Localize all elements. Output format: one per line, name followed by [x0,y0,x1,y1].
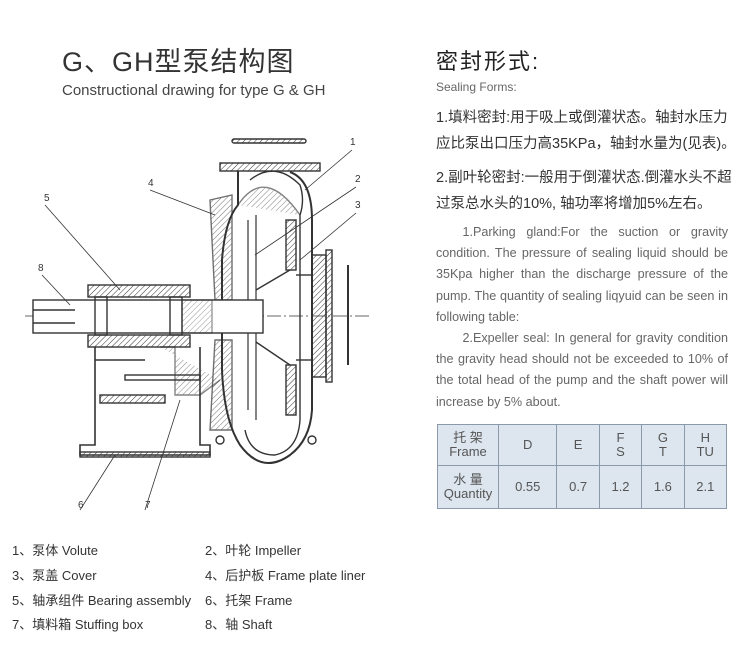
bearing-housing-top [87,284,191,298]
sealing-subtitle: Sealing Forms: [436,80,517,94]
legend-item-3: 3、泵盖 Cover [12,568,97,583]
pump-cross-section-drawing: 1 2 3 4 5 6 7 8 [25,137,370,511]
english-description: 1.Parking gland:For the suction or gravi… [436,222,728,413]
cell: 1.6 [641,465,685,509]
legend-item-6: 6、托架 Frame [205,593,293,608]
cell: 0.7 [556,465,600,509]
callout-4: 4 [148,178,154,189]
cell: E [556,424,600,466]
callout-5: 5 [44,193,50,204]
cell: D [497,424,558,466]
en-paragraph-1: 1.Parking gland:For the suction or gravi… [436,225,728,324]
diagram-subtitle: Constructional drawing for type G & GH [62,82,326,99]
callout-2: 2 [355,174,361,185]
callout-6: 6 [78,500,84,511]
cn-line-4: 过泵总水头的10%, 轴功率将增加5%左右。 [436,196,712,212]
cn-line-3: 2.副叶轮密封:一般用于倒灌状态.倒灌水头不超 [436,170,732,186]
en-paragraph-2: 2.Expeller seal: In general for gravity … [436,331,728,409]
cell: 1.2 [598,465,643,509]
sealing-title: 密封形式: [436,49,541,74]
callout-7: 7 [145,500,151,511]
cell: 2.1 [683,465,728,509]
legend-item-4: 4、后护板 Frame plate liner [205,568,366,583]
cell: 0.55 [497,465,558,509]
legend-item-7: 7、填料箱 Stuffing box [12,617,144,632]
cn-line-1: 1.填料密封:用于吸上或倒灌状态。轴封水压力 [436,110,728,126]
legend-item-1: 1、泵体 Volute [12,543,98,558]
cn-line-2: 应比泵出口压力高35KPa，轴封水量为(见表)。 [436,136,736,152]
callout-3: 3 [355,200,361,211]
legend-item-5: 5、轴承组件 Bearing assembly [12,593,192,608]
legend-item-2: 2、叶轮 Impeller [205,543,302,558]
callout-1: 1 [350,137,356,148]
legend-item-8: 8、轴 Shaft [205,617,273,632]
discharge-flange [219,162,321,172]
callout-8: 8 [38,263,44,274]
diagram-title: G、GH型泵结构图 [62,47,295,77]
